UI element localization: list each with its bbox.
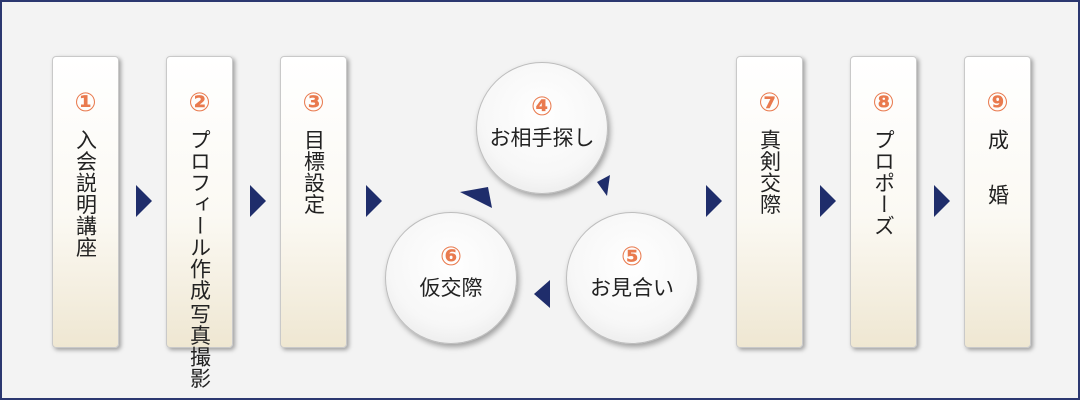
- step-2-label-line1: 写真撮影: [187, 303, 212, 389]
- arrow-right-icon: [820, 185, 836, 217]
- arrow-up-left-icon: [460, 187, 492, 208]
- step-9-label: 成婚: [985, 129, 1010, 239]
- arrow-left-icon: [534, 280, 550, 308]
- step-7-label: 真剣交際: [757, 129, 782, 215]
- step-1-card: ① 入会説明講座: [52, 56, 119, 348]
- step-5-number: ⑤: [620, 242, 643, 272]
- step-7-card: ⑦ 真剣交際: [736, 56, 803, 348]
- step-2-number: ②: [188, 88, 211, 118]
- step-2-label: 写真撮影 プロフィール作成: [188, 129, 212, 389]
- step-4-number: ④: [530, 92, 553, 122]
- step-5-circle: ⑤ お見合い: [566, 212, 698, 344]
- step-8-number: ⑧: [872, 88, 895, 118]
- step-4-circle: ④ お相手探し: [476, 62, 608, 194]
- step-3-number: ③: [302, 88, 325, 118]
- step-6-number: ⑥: [439, 242, 462, 272]
- arrow-right-icon: [250, 185, 266, 217]
- step-7-number: ⑦: [758, 88, 781, 118]
- step-6-label: 仮交際: [419, 276, 483, 300]
- step-6-circle: ⑥ 仮交際: [385, 212, 517, 344]
- arrow-right-icon: [136, 185, 152, 217]
- step-3-label: 目標設定: [301, 129, 326, 215]
- arrow-right-icon: [706, 185, 722, 217]
- step-8-label: プロポーズ: [871, 129, 896, 237]
- step-8-card: ⑧ プロポーズ: [850, 56, 917, 348]
- step-5-label: お見合い: [590, 276, 674, 300]
- step-9-card: ⑨ 成婚: [964, 56, 1031, 348]
- step-1-number: ①: [74, 88, 97, 118]
- step-4-label: お相手探し: [489, 126, 595, 150]
- step-1-label: 入会説明講座: [73, 129, 98, 258]
- step-2-card: ② 写真撮影 プロフィール作成: [166, 56, 233, 389]
- arrow-right-icon: [366, 185, 382, 217]
- arrow-up-right-icon: [597, 175, 610, 196]
- arrow-right-icon: [934, 185, 950, 217]
- step-9-number: ⑨: [986, 88, 1009, 118]
- step-3-card: ③ 目標設定: [280, 56, 347, 348]
- step-2-label-line2: プロフィール作成: [187, 129, 212, 301]
